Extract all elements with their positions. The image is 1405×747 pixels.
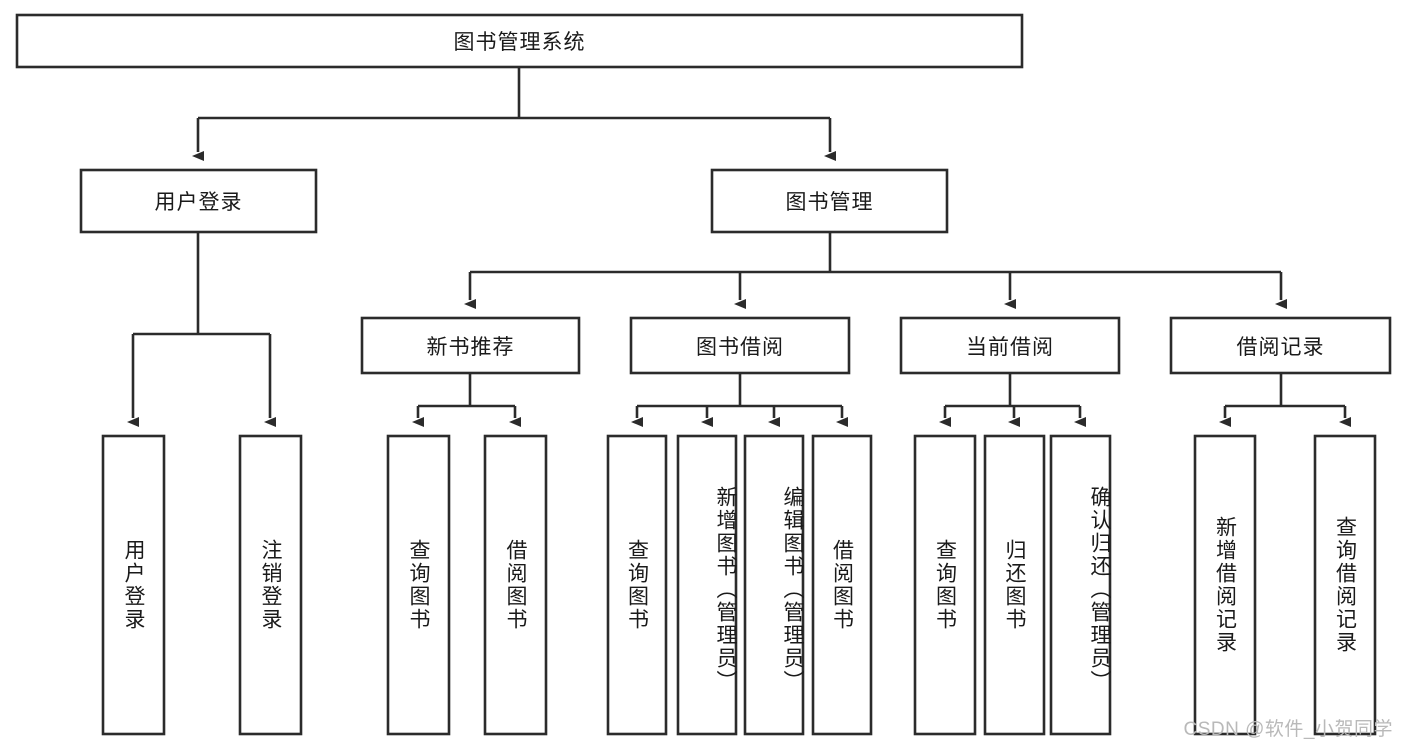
- leaf-book-borrow-0[interactable]: [606, 434, 668, 736]
- connector-root-to-level2: [192, 67, 836, 161]
- leaf-book-borrow-2[interactable]: [743, 434, 805, 736]
- connector-currentborrow-to-leaves: [939, 373, 1086, 427]
- connector-userlogin-to-leaves: [127, 232, 276, 427]
- leaf-current-borrow-1[interactable]: [983, 434, 1046, 736]
- node-book-management[interactable]: [710, 168, 949, 234]
- connector-newbook-to-leaves: [412, 373, 521, 427]
- leaf-new-book-0[interactable]: [386, 434, 451, 736]
- connector-bookborrow-to-leaves: [631, 373, 848, 427]
- leaf-borrow-record-1[interactable]: [1313, 434, 1377, 736]
- leaf-user-login-1[interactable]: [238, 434, 303, 736]
- node-root-book-management-system[interactable]: [15, 13, 1024, 69]
- node-book-borrow[interactable]: [629, 316, 851, 375]
- node-borrow-record[interactable]: [1169, 316, 1392, 375]
- connector-borrowrecord-to-leaves: [1219, 373, 1351, 427]
- leaf-book-borrow-3[interactable]: [811, 434, 873, 736]
- leaf-current-borrow-2[interactable]: [1049, 434, 1112, 736]
- leaf-borrow-record-0[interactable]: [1193, 434, 1257, 736]
- leaf-book-borrow-1[interactable]: [676, 434, 738, 736]
- node-new-book-recommend[interactable]: [360, 316, 581, 375]
- leaf-current-borrow-0[interactable]: [913, 434, 977, 736]
- connector-bookmgmt-to-level3: [464, 232, 1287, 309]
- leaf-user-login-0[interactable]: [101, 434, 166, 736]
- node-current-borrow[interactable]: [899, 316, 1121, 375]
- node-user-login[interactable]: [79, 168, 318, 234]
- leaf-new-book-1[interactable]: [483, 434, 548, 736]
